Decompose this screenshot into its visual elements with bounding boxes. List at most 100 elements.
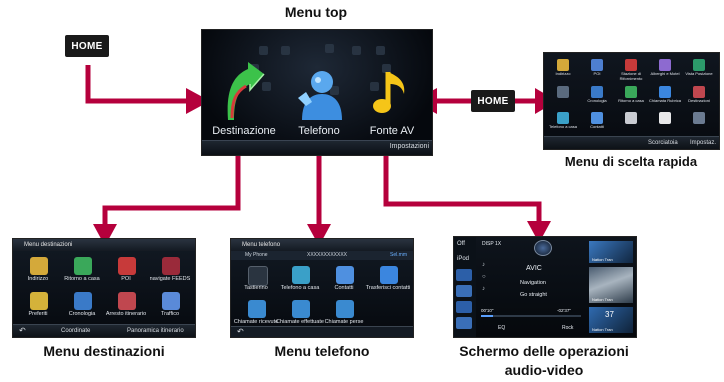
phone-select[interactable]: Sel.mm bbox=[390, 252, 407, 258]
phone-name: My Phone bbox=[245, 252, 268, 258]
missed-call-icon bbox=[336, 300, 354, 318]
clock-display: 37 bbox=[605, 310, 614, 319]
eq-label[interactable]: EQ bbox=[498, 325, 506, 331]
rapida-tile-3[interactable]: Stazione di Rifornimento bbox=[620, 58, 642, 82]
caption-menu-top: Menu top bbox=[284, 4, 348, 20]
hotel-icon bbox=[659, 59, 671, 71]
thumbnail-top[interactable]: Nation Tran bbox=[589, 241, 633, 263]
source-off[interactable]: Off bbox=[457, 241, 465, 247]
back-icon[interactable]: ↶ bbox=[237, 327, 244, 336]
rapida-tile-2[interactable]: POI bbox=[586, 58, 608, 82]
rapida-tile-9[interactable]: Chiamata Rubrica bbox=[649, 85, 681, 109]
menu-rapida-screen: Indirizzo POI Stazione di Rifornimento A… bbox=[543, 52, 720, 150]
history-icon bbox=[591, 86, 603, 98]
settings-tab[interactable]: Impostaz. bbox=[689, 140, 716, 146]
rapida-tile-1[interactable]: Indirizzo bbox=[552, 58, 574, 82]
source-tab-1[interactable] bbox=[456, 269, 472, 281]
menu-top-screen: Destinazione Telefono Fonte AV Impostazi… bbox=[201, 29, 433, 156]
source-ipod[interactable]: iPod bbox=[457, 256, 470, 262]
track-icons: ♪○♪ bbox=[482, 262, 486, 292]
ipod-icon bbox=[659, 112, 671, 124]
fuel-icon bbox=[625, 59, 637, 71]
poi-icon bbox=[118, 257, 136, 275]
rapida-tile-4[interactable]: Alberghi e Motel bbox=[651, 58, 679, 82]
tel-tile-perse[interactable]: Chiamate perse bbox=[324, 297, 364, 335]
destinazioni-footer: ↶ Coordinate Panoramica itinerario bbox=[13, 324, 195, 337]
destinazioni-header: Menu destinazioni bbox=[13, 239, 195, 251]
dest-tile-indirizzo[interactable]: Indirizzo bbox=[18, 254, 58, 292]
caption-schermo-av-line2: audio-video bbox=[504, 362, 584, 378]
arrow-destinazioni bbox=[102, 138, 241, 225]
route-overview-tab[interactable]: Panoramica itinerario bbox=[127, 328, 184, 334]
dest-tile-ritorno[interactable]: Ritorno a casa bbox=[62, 254, 102, 292]
disp-label: DISP 1X bbox=[482, 241, 502, 247]
menu-item-fonte-av[interactable]: Fonte AV bbox=[369, 125, 415, 137]
dest-tile-arresto[interactable]: Arresto itinerario bbox=[106, 289, 146, 327]
rapida-footer: Scorciatoia Impostaz. bbox=[544, 136, 719, 149]
home-phone-icon bbox=[557, 112, 569, 124]
coordinates-tab[interactable]: Coordinate bbox=[61, 328, 91, 334]
rapida-tile-6[interactable] bbox=[552, 85, 574, 109]
tel-tile-ricevute[interactable]: Chiamate ricevute bbox=[234, 297, 278, 335]
rapida-tile-11[interactable]: Telefono a casa bbox=[549, 111, 577, 135]
tel-tile-effettuate[interactable]: Chiamate effettuate bbox=[276, 297, 324, 335]
home-icon bbox=[625, 86, 637, 98]
progress-bar[interactable] bbox=[481, 315, 581, 317]
shortcut-tab[interactable]: Scorciatoia bbox=[648, 140, 678, 146]
music-note-icon[interactable] bbox=[372, 68, 412, 118]
rapida-tile-5[interactable]: Vista Posizione bbox=[685, 58, 713, 82]
rapida-tile-10[interactable]: Destinazioni bbox=[688, 85, 710, 109]
caption-menu-telefono: Menu telefono bbox=[274, 343, 370, 359]
tel-tile-trasferisci[interactable]: Trasferisci contatti bbox=[366, 263, 410, 301]
dest-tile-preferiti[interactable]: Preferiti bbox=[18, 289, 58, 327]
feeds-icon bbox=[162, 257, 180, 275]
rapida-tile-14[interactable] bbox=[654, 111, 676, 135]
call-icon bbox=[659, 86, 671, 98]
menu-telefono-screen: Menu telefono My Phone XXXXXXXXXXXX Sel.… bbox=[230, 238, 414, 338]
home-button-left[interactable]: HOME bbox=[65, 35, 109, 57]
home-icon bbox=[74, 257, 92, 275]
map-view-icon bbox=[693, 59, 705, 71]
history-icon bbox=[74, 292, 92, 310]
menu-item-telefono[interactable]: Telefono bbox=[298, 125, 340, 137]
tel-tile-contatti[interactable]: Contatti bbox=[324, 263, 364, 301]
thumbnail-middle-label: Nation Tran bbox=[592, 297, 613, 302]
contacts-icon bbox=[591, 112, 603, 124]
telephone-person-icon[interactable] bbox=[296, 68, 344, 120]
rapida-tile-8[interactable]: Ritorno a casa bbox=[618, 85, 644, 109]
dest-tile-traffico[interactable]: Traffico bbox=[150, 289, 190, 327]
rapida-tile-13[interactable] bbox=[620, 111, 642, 135]
rapida-tile-7[interactable]: Cronologia bbox=[586, 85, 608, 109]
outgoing-call-icon bbox=[292, 300, 310, 318]
address-icon bbox=[30, 257, 48, 275]
thumbnail-bottom[interactable]: 37 Nation Tran bbox=[589, 307, 633, 333]
thumbnail-middle[interactable]: Nation Tran bbox=[589, 267, 633, 303]
menu-item-destinazione[interactable]: Destinazione bbox=[212, 125, 276, 137]
arrow-home-left bbox=[85, 65, 186, 104]
caption-schermo-av-line1: Schermo delle operazioni bbox=[459, 343, 629, 359]
destination-arrow-icon[interactable] bbox=[224, 60, 266, 122]
tel-tile-tastierino[interactable]: Tastierino bbox=[236, 263, 276, 301]
traffic-icon bbox=[162, 292, 180, 310]
disc-icon bbox=[625, 112, 637, 124]
phone-number: XXXXXXXXXXXX bbox=[307, 252, 348, 258]
keypad-icon bbox=[248, 266, 268, 286]
home-phone-icon bbox=[292, 266, 310, 284]
dest-tile-feeds[interactable]: navigate FEEDS bbox=[150, 254, 190, 292]
source-tab-2[interactable] bbox=[456, 285, 472, 297]
phone-status-bar: My Phone XXXXXXXXXXXX Sel.mm bbox=[231, 251, 413, 260]
tel-tile-casa[interactable]: Telefono a casa bbox=[280, 263, 320, 301]
source-tab-4[interactable] bbox=[456, 317, 472, 329]
dest-tile-poi[interactable]: POI bbox=[106, 254, 146, 292]
rapida-tile-15[interactable] bbox=[688, 111, 710, 135]
home-button-right[interactable]: HOME bbox=[471, 90, 515, 112]
source-tab-3[interactable] bbox=[456, 301, 472, 313]
album-art-center bbox=[534, 240, 552, 256]
dest-tile-cronologia[interactable]: Cronologia bbox=[62, 289, 102, 327]
settings-label[interactable]: Impostazioni bbox=[389, 143, 429, 150]
rapida-tile-12[interactable]: Contatti bbox=[586, 111, 608, 135]
poi-icon bbox=[591, 59, 603, 71]
stop-route-icon bbox=[118, 292, 136, 310]
back-icon[interactable]: ↶ bbox=[19, 326, 26, 335]
